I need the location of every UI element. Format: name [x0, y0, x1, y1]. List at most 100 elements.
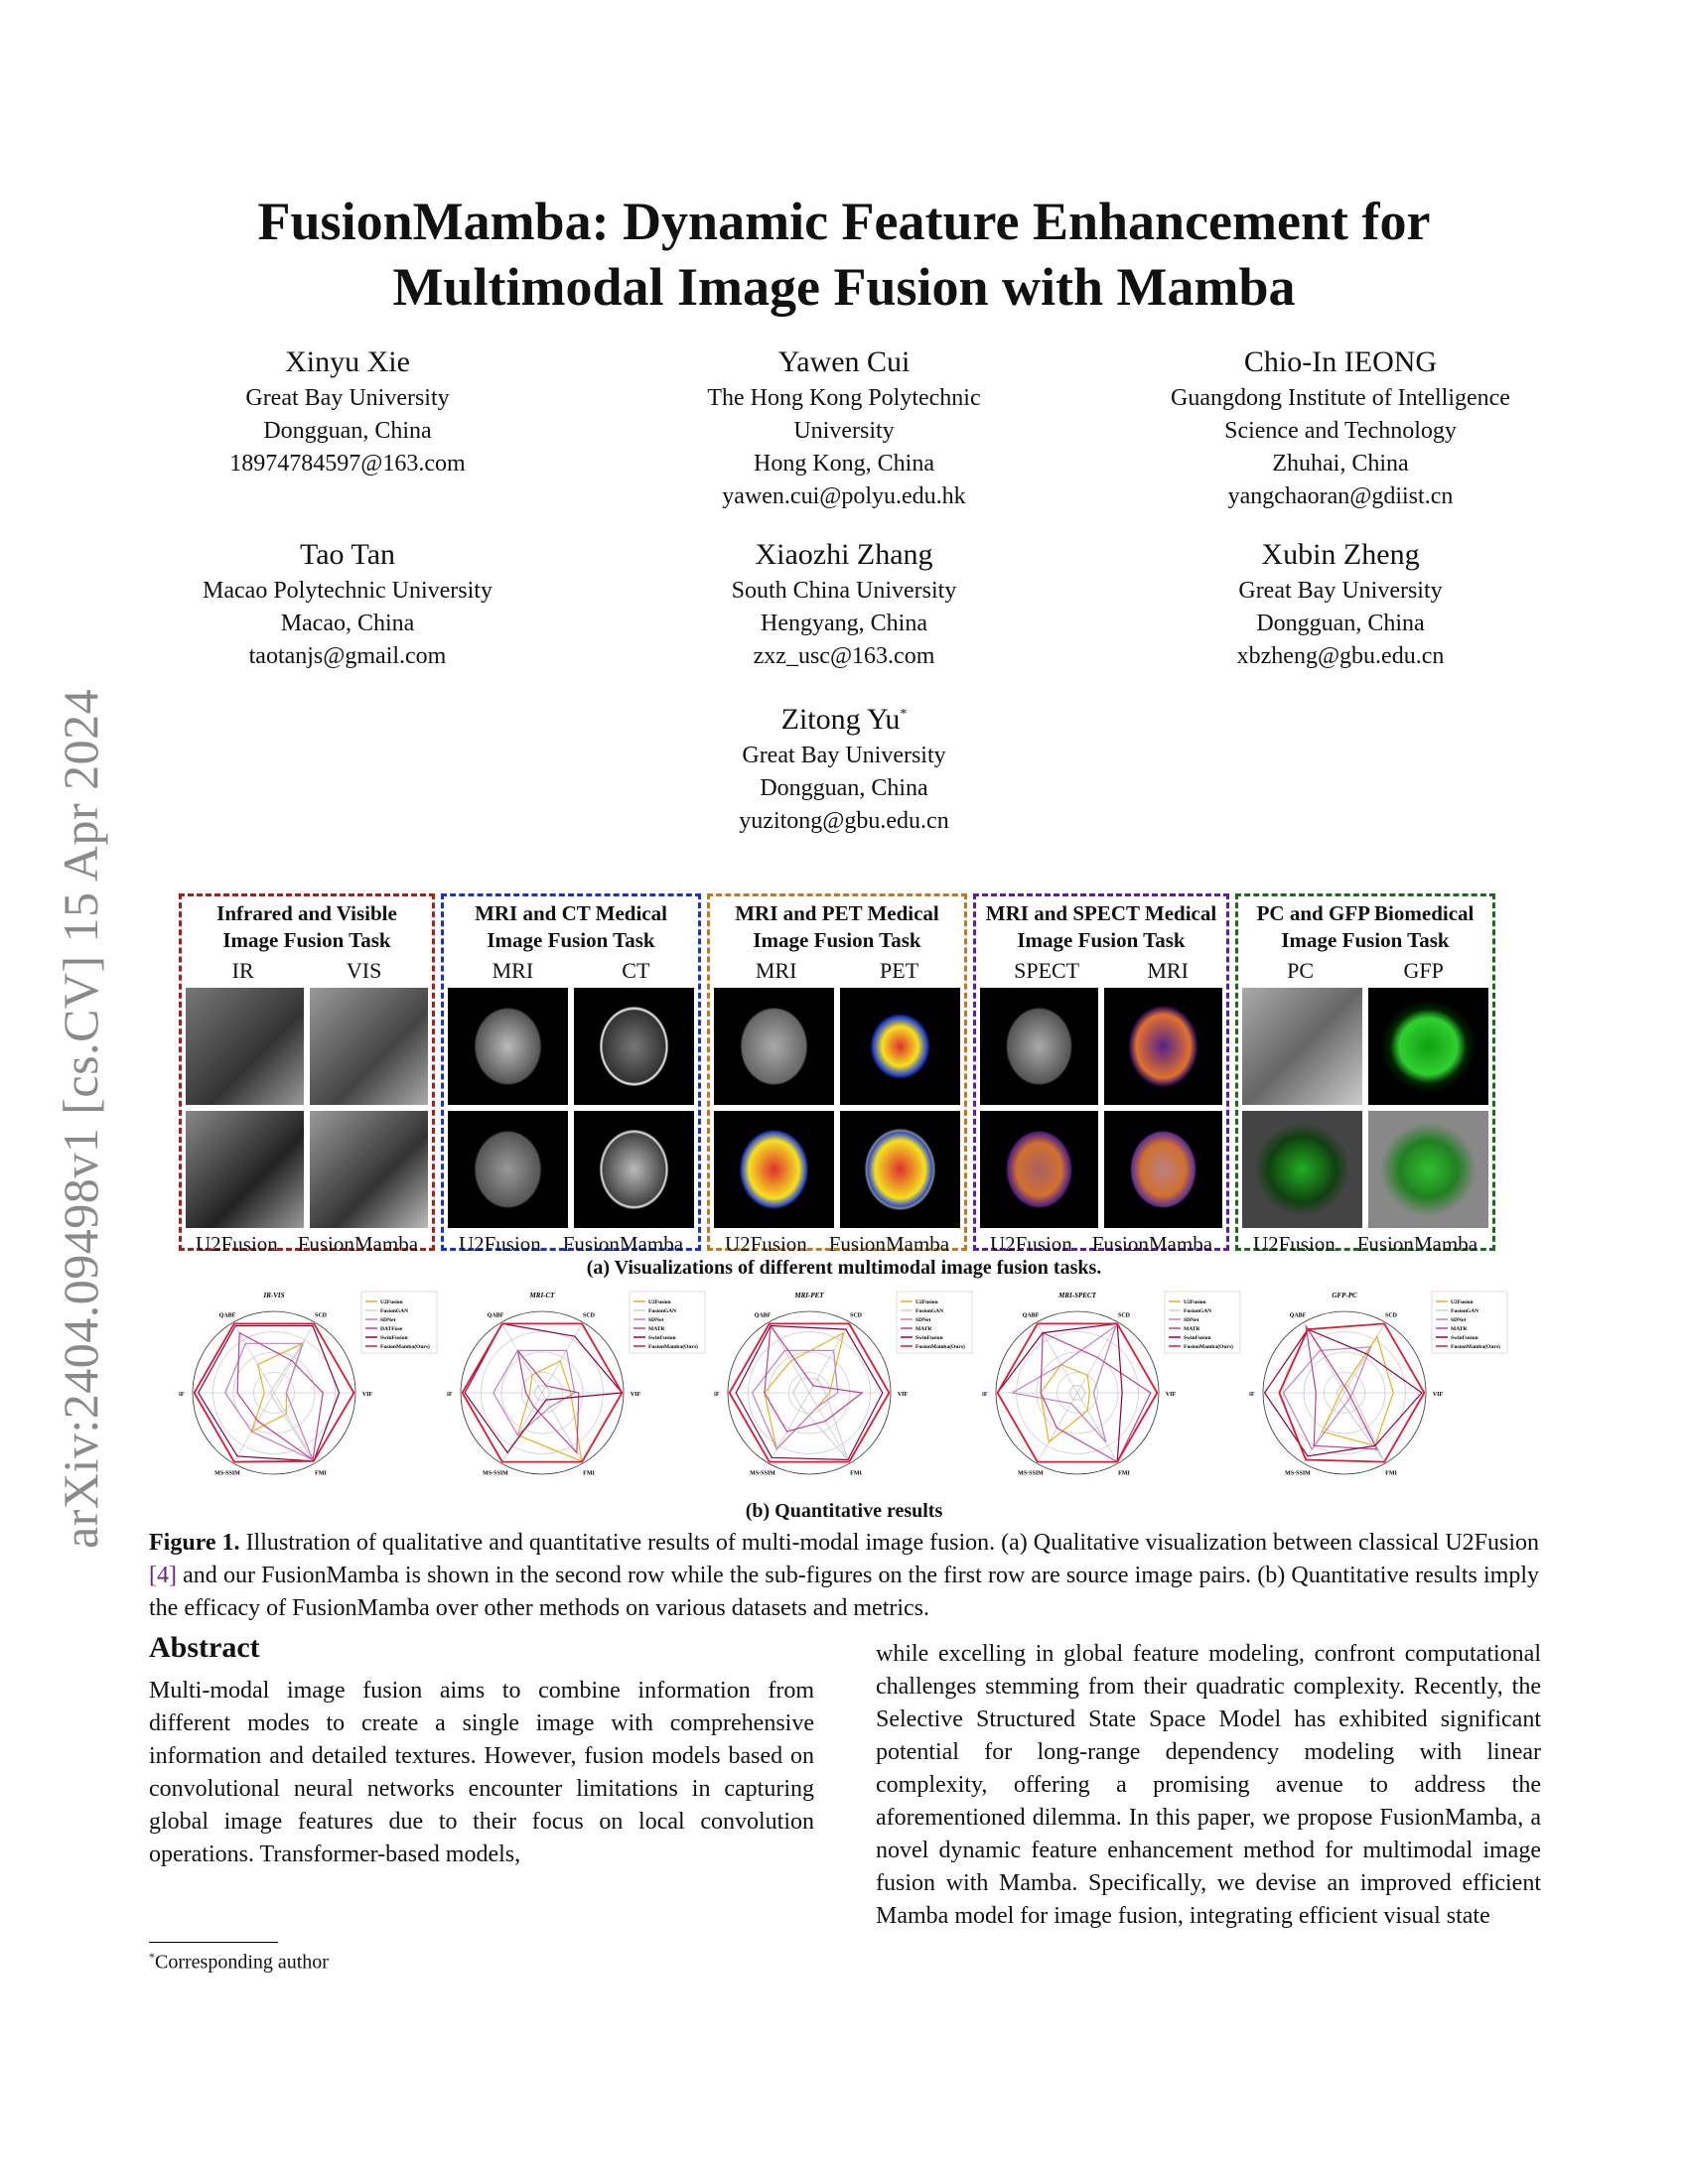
author-email[interactable]: xbzheng@gbu.edu.cn	[1236, 643, 1445, 669]
svg-text:SF: SF	[447, 1392, 453, 1398]
figure-caption: Figure 1. Illustration of qualitative an…	[149, 1527, 1539, 1625]
caption-text-1: Illustration of qualitative and quantita…	[239, 1530, 1540, 1556]
title-line-1: FusionMamba: Dynamic Feature Enhancement…	[257, 192, 1431, 251]
method-label: FusionMamba	[297, 1232, 419, 1256]
source-label: PET	[880, 958, 919, 983]
author-name: Tao Tan	[299, 538, 396, 571]
svg-text:SwinFusion: SwinFusion	[915, 1335, 943, 1341]
svg-text:VIF: VIF	[1165, 1392, 1176, 1398]
method-label: U2Fusion	[1252, 1232, 1336, 1256]
arxiv-stamp: arXiv:2404.09498v1 [cs.CV] 15 Apr 2024	[53, 688, 108, 1549]
svg-text:MATR: MATR	[1451, 1326, 1468, 1332]
svg-text:SCD: SCD	[582, 1312, 595, 1318]
author-name: Chio-In IEONG	[1243, 345, 1438, 378]
citation-link[interactable]: [4]	[149, 1563, 177, 1588]
source-label: IR	[231, 958, 254, 983]
footnote: *Corresponding author	[149, 1950, 329, 1975]
svg-text:SwinFusion: SwinFusion	[1451, 1335, 1478, 1341]
svg-text:U2Fusion: U2Fusion	[380, 1299, 403, 1305]
fused-image	[714, 1111, 834, 1228]
svg-text:VIF: VIF	[1433, 1392, 1444, 1398]
svg-text:VIF: VIF	[362, 1392, 373, 1398]
source-image	[1368, 988, 1488, 1105]
method-label: FusionMamba	[828, 1232, 950, 1256]
author-email[interactable]: zxz_usc@163.com	[753, 643, 935, 669]
paper-title: FusionMamba: Dynamic Feature Enhancement…	[149, 189, 1539, 320]
panel-title-line1: MRI and CT Medical	[475, 901, 667, 925]
abstract-col-2: while excelling in global feature modeli…	[876, 1641, 1541, 1929]
source-image	[1104, 988, 1222, 1105]
source-label: MRI	[755, 958, 797, 983]
figure-label: Figure 1.	[149, 1530, 240, 1556]
svg-text:FusionGAN: FusionGAN	[648, 1308, 676, 1314]
svg-text:FusionGAN: FusionGAN	[915, 1308, 943, 1314]
svg-text:SwinFusion: SwinFusion	[380, 1335, 408, 1341]
author-email[interactable]: yawen.cui@polyu.edu.hk	[722, 483, 966, 509]
svg-text:FusionMamba(Ours): FusionMamba(Ours)	[1184, 1343, 1233, 1350]
svg-text:FusionMamba(Ours): FusionMamba(Ours)	[380, 1343, 430, 1350]
method-label: U2Fusion	[989, 1232, 1072, 1256]
source-label: MRI	[492, 958, 534, 983]
author-affiliation: Science and Technology	[1224, 418, 1457, 444]
svg-text:FMI: FMI	[850, 1471, 862, 1477]
source-image	[840, 988, 960, 1105]
author-email[interactable]: taotanjs@gmail.com	[248, 643, 447, 669]
fused-image	[1104, 1111, 1222, 1228]
svg-text:MATR: MATR	[648, 1326, 665, 1332]
svg-text:MRI-PET: MRI-PET	[793, 1292, 824, 1299]
source-image	[186, 988, 304, 1105]
source-label: CT	[622, 958, 650, 983]
svg-text:FusionGAN: FusionGAN	[1451, 1308, 1478, 1314]
author-affiliation: Macao Polytechnic University	[203, 578, 492, 604]
author-email[interactable]: yuzitong@gbu.edu.cn	[739, 808, 949, 834]
source-image	[1242, 988, 1362, 1105]
panel-title-line1: PC and GFP Biomedical	[1256, 901, 1475, 925]
svg-text:QABF: QABF	[487, 1312, 503, 1318]
source-label: VIS	[346, 958, 382, 983]
svg-text:U2Fusion: U2Fusion	[915, 1299, 938, 1305]
source-label: PC	[1287, 958, 1315, 983]
fused-image	[186, 1111, 304, 1228]
fused-image	[980, 1111, 1098, 1228]
caption-a: (a) Visualizations of different multimod…	[586, 1257, 1102, 1279]
svg-text:QABF: QABF	[219, 1312, 236, 1318]
panel-title-line2: Image Fusion Task	[222, 928, 391, 952]
author-affiliation: Great Bay University	[742, 743, 946, 768]
svg-text:VIF: VIF	[630, 1392, 640, 1398]
fused-image	[310, 1111, 428, 1228]
svg-text:SF: SF	[982, 1392, 988, 1398]
svg-text:QABF: QABF	[1290, 1312, 1307, 1318]
svg-text:SDNet: SDNet	[1451, 1317, 1466, 1323]
svg-text:U2Fusion: U2Fusion	[648, 1299, 671, 1305]
author-email[interactable]: yangchaoran@gdiist.cn	[1227, 483, 1454, 509]
svg-text:SwinFusion: SwinFusion	[1184, 1335, 1211, 1341]
svg-text:FMI: FMI	[315, 1471, 327, 1477]
author-affiliation: University	[793, 418, 895, 444]
title-line-2: Multimodal Image Fusion with Mamba	[392, 257, 1296, 317]
source-labels: MRI CT	[448, 958, 694, 984]
corresponding-mark: *	[900, 707, 908, 722]
author-name: Xubin Zheng	[1261, 538, 1420, 571]
author-email[interactable]: 18974784597@163.com	[229, 451, 466, 477]
author-affiliation: Hong Kong, China	[754, 451, 934, 477]
author-name: Yawen Cui	[777, 345, 911, 378]
author-affiliation: Dongguan, China	[760, 775, 928, 801]
